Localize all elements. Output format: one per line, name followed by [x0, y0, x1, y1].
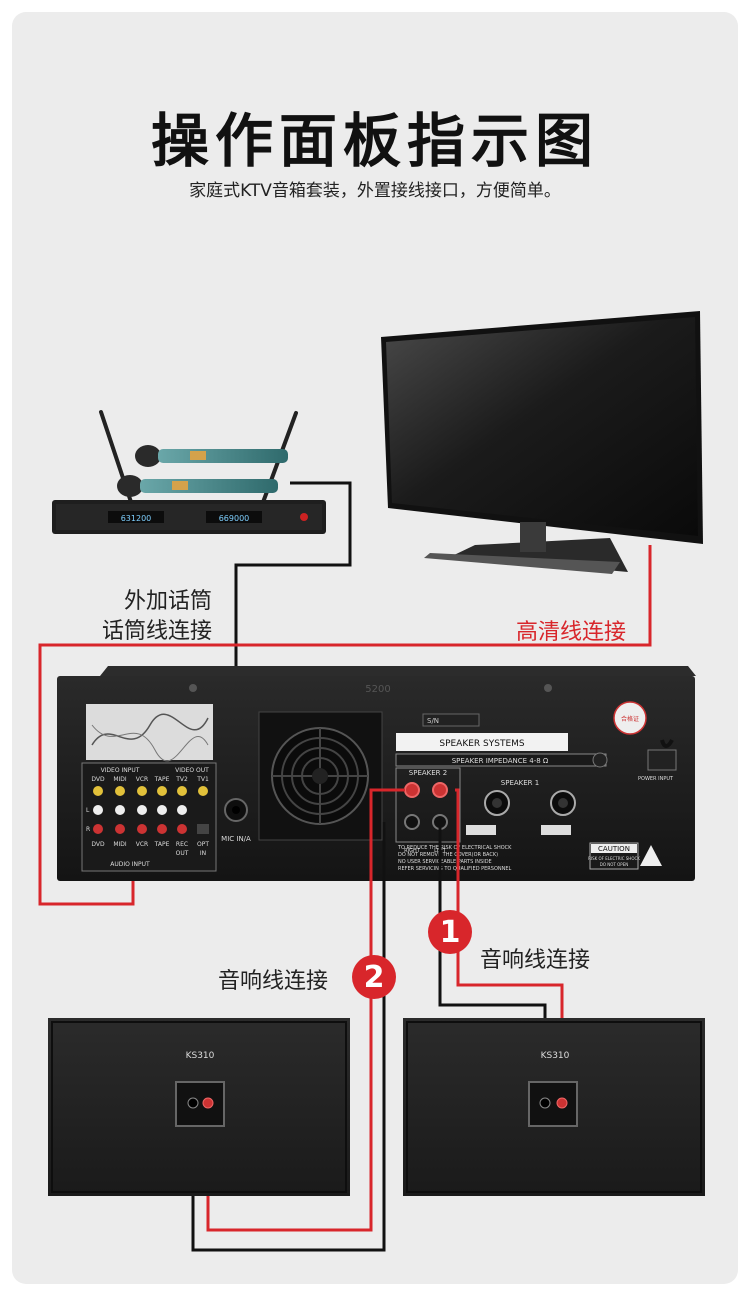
warning-line: REFER SERVICING TO QUALIFIED PERSONNEL	[398, 866, 512, 872]
page-subtitle: 家庭式KTV音箱套装，外置接线接口，方便简单。	[189, 181, 561, 201]
speaker-model-left: KS310	[186, 1051, 215, 1061]
rca-jacks	[93, 786, 209, 834]
speaker-cable-label-1: 音响线连接	[480, 948, 591, 973]
r-label: R	[86, 826, 90, 833]
impedance-label: SPEAKER IMPEDANCE 4-8 Ω	[452, 757, 549, 765]
amplifier-rear-panel: 5200 VIDEO INPUT VIDEO OUT DVD MIDI VCR …	[57, 666, 696, 881]
wireless-mic-receiver: 631200 669000	[52, 410, 326, 534]
speaker-cable-label-2: 音响线连接	[218, 969, 329, 994]
receiver-display-a: 631200	[121, 514, 152, 523]
bottom-input-label: OPT	[197, 841, 209, 848]
warning-line: DO NOT REMOVE THE COVER(OR BACK)	[398, 852, 498, 858]
out-label: OUT	[176, 850, 189, 857]
input-label: DVD	[91, 776, 105, 783]
hdmi-cable	[38, 545, 652, 906]
warning-triangle-icon	[640, 845, 662, 866]
in-label: IN	[200, 850, 206, 857]
bottom-input-label: DVD	[91, 841, 105, 848]
bottom-input-label: VCR	[136, 841, 148, 848]
speaker-terminal-plate	[175, 1081, 225, 1127]
speaker2-label: SPEAKER 2	[409, 769, 447, 777]
caution-text: DO NOT OPEN	[600, 862, 628, 867]
input-label: TV1	[196, 776, 209, 783]
microphone-icon	[135, 445, 288, 467]
video-out-label: VIDEO OUT	[175, 767, 209, 774]
power-socket	[647, 749, 677, 771]
hdmi-label: 高清线连接	[516, 620, 627, 645]
microphone-icon	[117, 475, 278, 497]
power-input-label: POWER INPUT	[638, 776, 674, 782]
warning-line: TO REDUCE THE RISK OF ELECTRICAL SHOCK	[397, 845, 512, 851]
left-speaker: KS310	[48, 1018, 350, 1196]
input-label: TV2	[175, 776, 188, 783]
amp-model: 5200	[365, 684, 390, 695]
cert-label: 合格证	[621, 715, 639, 723]
fuse-holder	[592, 752, 608, 768]
speakon-connectors	[466, 790, 576, 835]
speaker-terminal-plate	[528, 1081, 578, 1127]
input-label: VCR	[136, 776, 148, 783]
audio-input-label: AUDIO INPUT	[110, 861, 150, 868]
mic-in-label: MIC IN/A	[221, 835, 251, 843]
input-label: MIDI	[113, 776, 127, 783]
l-label: L	[86, 807, 90, 814]
video-input-label: VIDEO INPUT	[101, 767, 140, 774]
speaker-model-right: KS310	[541, 1051, 570, 1061]
sn-label: S/N	[427, 717, 439, 725]
certification-seal	[613, 701, 647, 735]
bottom-input-label: REC	[176, 841, 188, 848]
receiver-display-b: 669000	[219, 514, 250, 523]
caution-label: CAUTION	[598, 845, 630, 853]
right-label: RIGHT	[404, 848, 421, 854]
tv	[381, 311, 703, 574]
mic-label-line2: 话筒线连接	[102, 619, 213, 644]
speaker-terminals	[404, 782, 448, 830]
caution-text: RISK OF ELECTRIC SHOCK	[588, 856, 640, 861]
bottom-input-label: TAPE	[154, 841, 170, 848]
right-speaker: KS310	[403, 1018, 705, 1196]
mic-label-line1: 外加话筒	[124, 589, 213, 614]
step-badge-2: 2	[352, 955, 396, 999]
warning-line: NO USER SERVICEABLE PARTS INSIDE	[398, 859, 492, 865]
page-title: 操作面板指示图	[150, 107, 599, 175]
bottom-input-label: MIDI	[113, 841, 127, 848]
fan-icon	[271, 727, 369, 825]
speaker1-label: SPEAKER 1	[501, 779, 539, 787]
input-label: TAPE	[154, 776, 170, 783]
speaker-systems-label: SPEAKER SYSTEMS	[439, 739, 525, 749]
step-badge-1: 1	[428, 910, 472, 954]
